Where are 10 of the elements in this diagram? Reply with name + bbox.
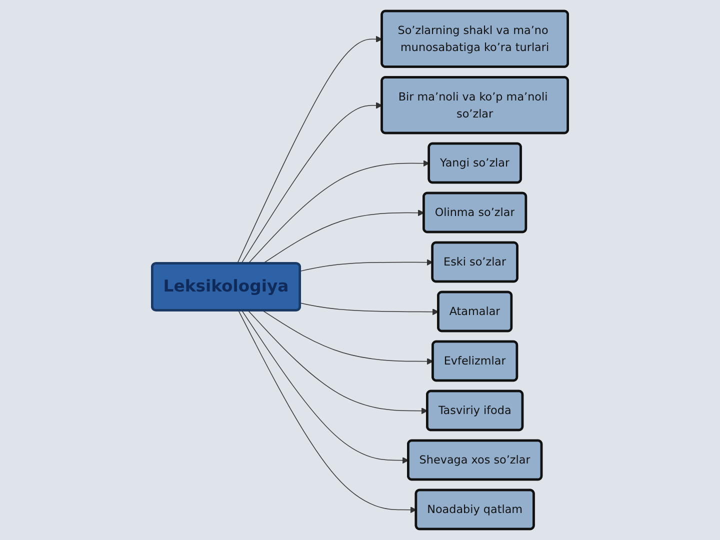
arrow	[262, 310, 434, 365]
arrow	[262, 210, 424, 264]
arrow	[242, 310, 409, 464]
arrow	[248, 160, 430, 264]
arrow	[300, 259, 434, 272]
arrow	[300, 302, 439, 316]
arrow	[236, 36, 382, 264]
arrow	[238, 310, 417, 514]
arrow	[248, 310, 428, 414]
arrow	[240, 102, 382, 264]
